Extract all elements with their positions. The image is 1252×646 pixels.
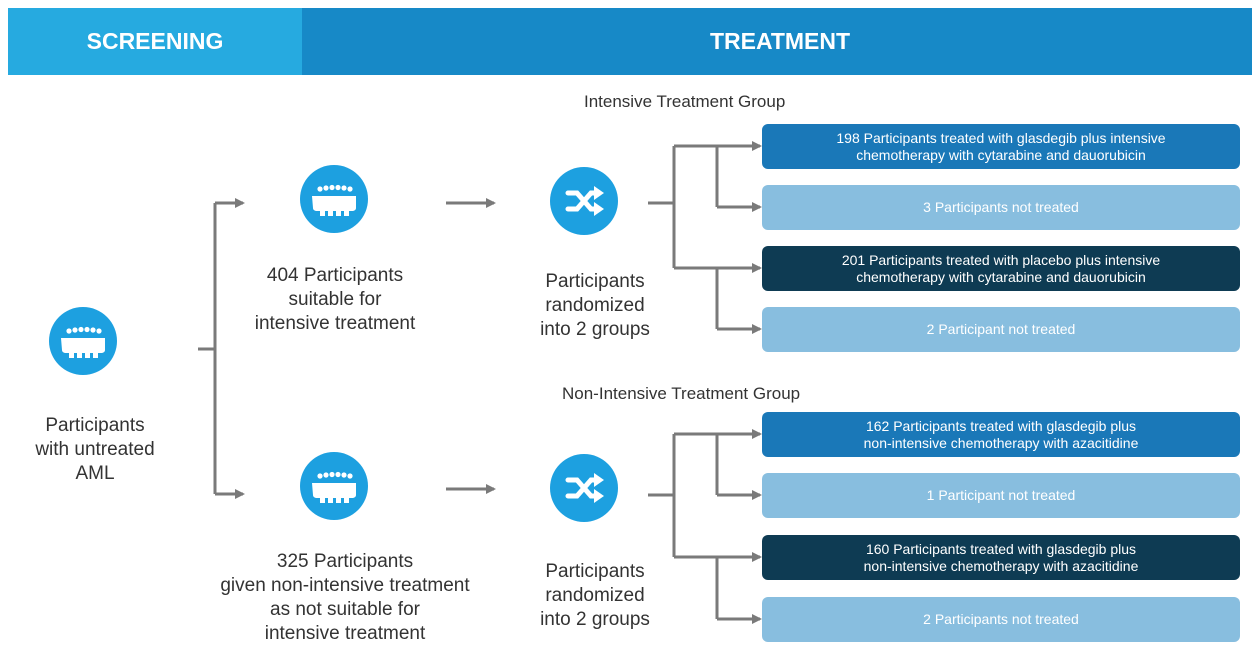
outcome-box-3: 201 Participants treated with placebo pl… [762, 246, 1240, 291]
non-intensive-randomized-label: Participants randomized into 2 groups [540, 561, 650, 630]
intensive-participants-label: 404 Participants suitable for intensive … [254, 265, 416, 334]
non-intensive-people-icon [300, 452, 368, 520]
non-intensive-randomize-icon [550, 454, 618, 522]
non-intensive-group-title: Non-Intensive Treatment Group [562, 384, 801, 403]
screening-header: SCREENING [8, 8, 302, 75]
intensive-randomized-label: Participants randomized into 2 groups [540, 271, 650, 340]
treatment-header: TREATMENT [302, 8, 1252, 75]
outcome-box-8: 2 Participants not treated [762, 597, 1240, 642]
intensive-people-icon [300, 165, 368, 233]
intensive-randomize-icon [550, 167, 618, 235]
outcome-box-1: 198 Participants treated with glasdegib … [762, 124, 1240, 169]
non-intensive-participants-label: 325 Participants given non-intensive tre… [220, 551, 470, 644]
outcome-box-7: 160 Participants treated with glasdegib … [762, 535, 1240, 580]
outcome-box-5: 162 Participants treated with glasdegib … [762, 412, 1240, 457]
outcome-box-4: 2 Participant not treated [762, 307, 1240, 352]
intensive-group-title: Intensive Treatment Group [584, 92, 786, 111]
outcome-box-6: 1 Participant not treated [762, 473, 1240, 518]
outcome-box-2: 3 Participants not treated [762, 185, 1240, 230]
screening-label: Participants with untreated AML [35, 415, 155, 484]
screening-people-icon [49, 307, 117, 375]
